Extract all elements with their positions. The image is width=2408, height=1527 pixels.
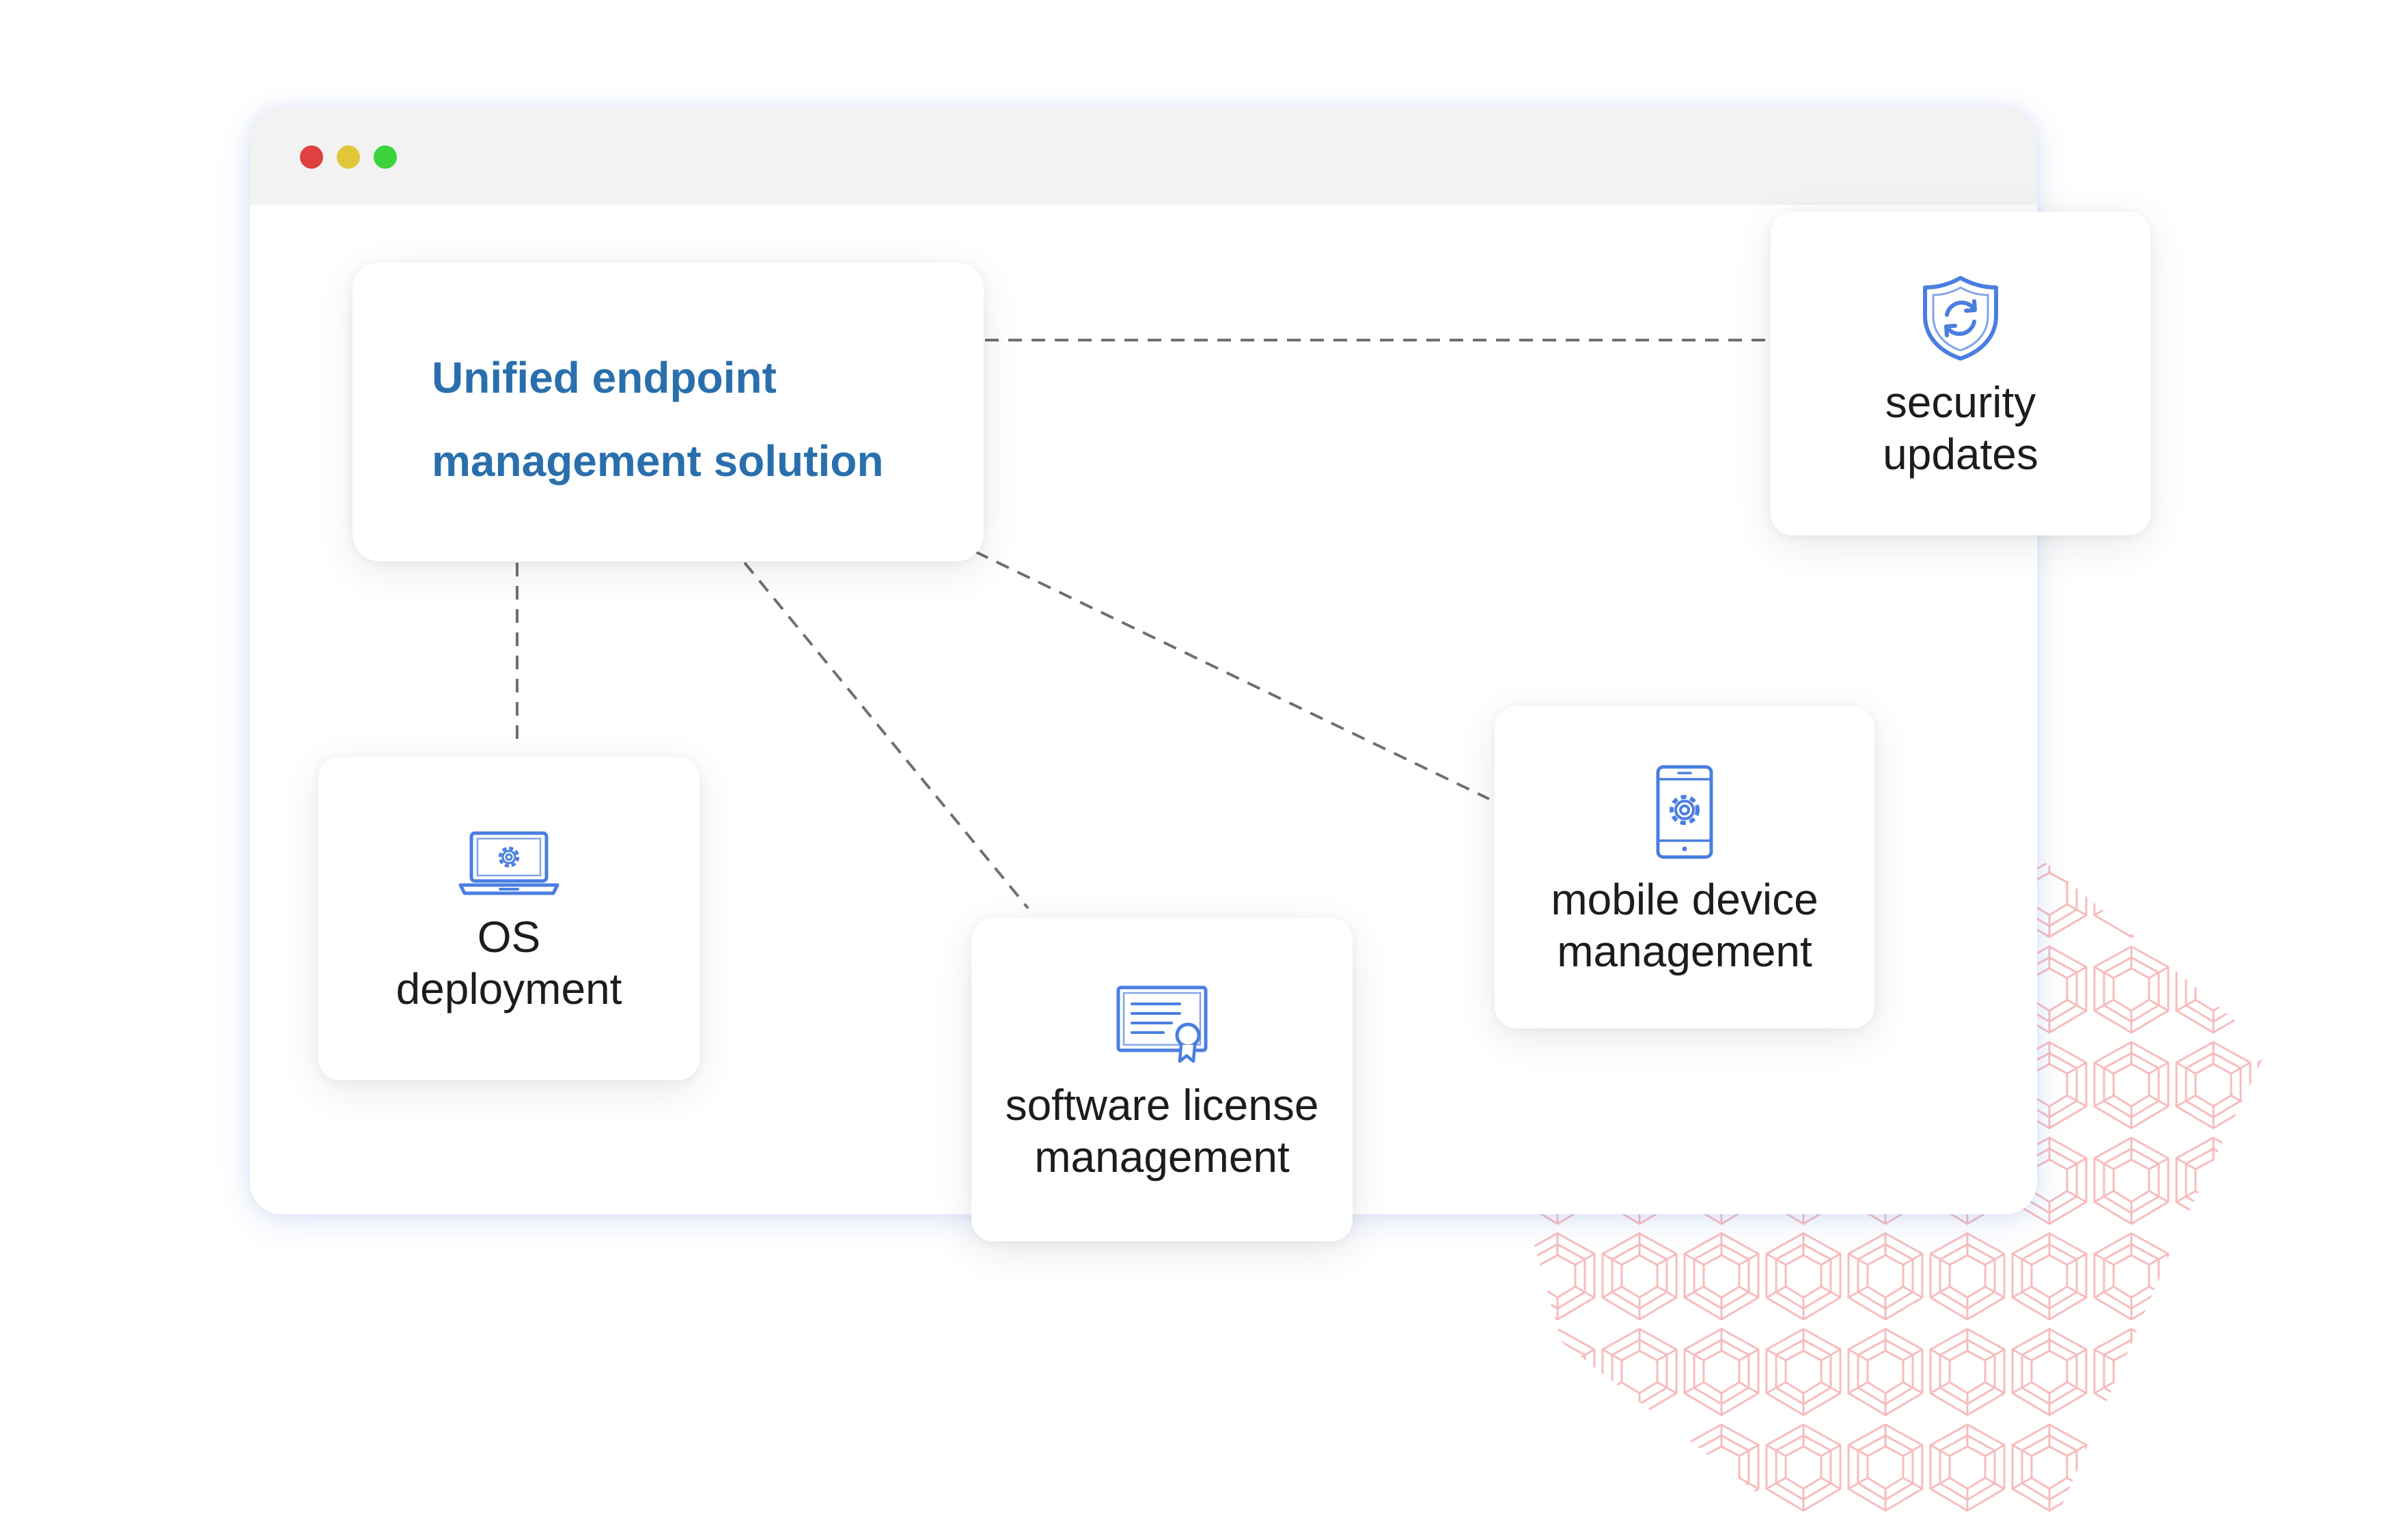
maximize-dot[interactable] <box>374 145 397 169</box>
edge-root-mobile <box>975 550 1490 800</box>
mobile-label-line2: management <box>1557 927 1812 976</box>
phone-gear-icon <box>1654 764 1715 860</box>
node-security-updates: security updates <box>1771 212 2150 535</box>
window-titlebar <box>250 108 2037 205</box>
node-os-deployment: OS deployment <box>318 757 700 1080</box>
security-label-line1: security <box>1885 378 2036 427</box>
minimize-dot[interactable] <box>337 145 360 169</box>
node-mobile-device-management: mobile device management <box>1495 706 1874 1028</box>
os-label-line1: OS <box>477 912 541 962</box>
os-label-line2: deployment <box>396 964 622 1013</box>
laptop-gear-icon <box>458 829 560 897</box>
software-label-line1: software license <box>1005 1080 1319 1130</box>
root-node-card: Unified endpoint management solution <box>352 262 984 561</box>
security-label-line2: updates <box>1883 430 2038 479</box>
shield-refresh-icon <box>1920 274 2002 363</box>
certificate-icon <box>1114 983 1210 1065</box>
node-software-license-management: software license management <box>971 918 1353 1242</box>
mobile-label-line1: mobile device <box>1551 875 1818 924</box>
edge-root-software <box>743 561 1029 910</box>
software-label-line2: management <box>1034 1132 1290 1181</box>
close-dot[interactable] <box>300 145 323 169</box>
root-node-title: Unified endpoint management solution <box>432 353 884 486</box>
